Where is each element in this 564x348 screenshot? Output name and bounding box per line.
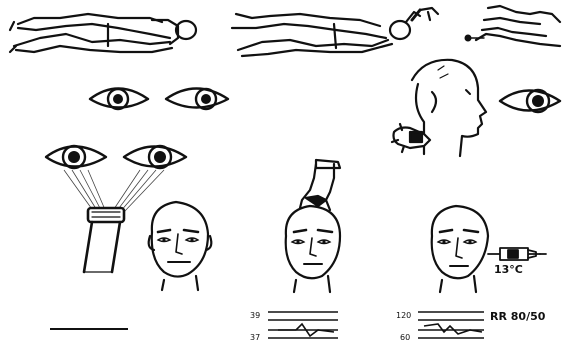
vitals-trace	[424, 324, 482, 334]
vitals-tick-high: 120	[396, 311, 411, 320]
temperature-chart: 39 37	[250, 311, 338, 342]
light-beams	[64, 170, 164, 212]
hand-pressing-head	[300, 160, 340, 210]
hand-pin-stimulus	[466, 6, 560, 46]
thermometer-icon	[488, 248, 546, 260]
supine-body-with-ear-device	[232, 8, 438, 56]
supine-body-figure	[10, 14, 196, 52]
vitals-chart: 120 60	[396, 311, 484, 342]
vitals-tick-low: 60	[400, 333, 410, 342]
respiratory-rate-label: RR 80/50	[490, 310, 546, 323]
flashlight-icon	[84, 208, 124, 272]
eye-left-pupil-light	[46, 146, 106, 168]
temp-tick-high: 39	[250, 311, 260, 320]
head-face-2	[286, 206, 340, 292]
eye-right-pupil-light	[124, 146, 186, 168]
hypothermia-temp-label: 13°C	[494, 263, 523, 276]
eye-single-right	[500, 90, 560, 112]
eye-right-midrange	[166, 89, 228, 110]
eye-left-midrange	[90, 89, 148, 110]
head-face-1	[149, 202, 212, 290]
temp-tick-low: 37	[250, 333, 260, 342]
head-face-3	[432, 206, 488, 292]
